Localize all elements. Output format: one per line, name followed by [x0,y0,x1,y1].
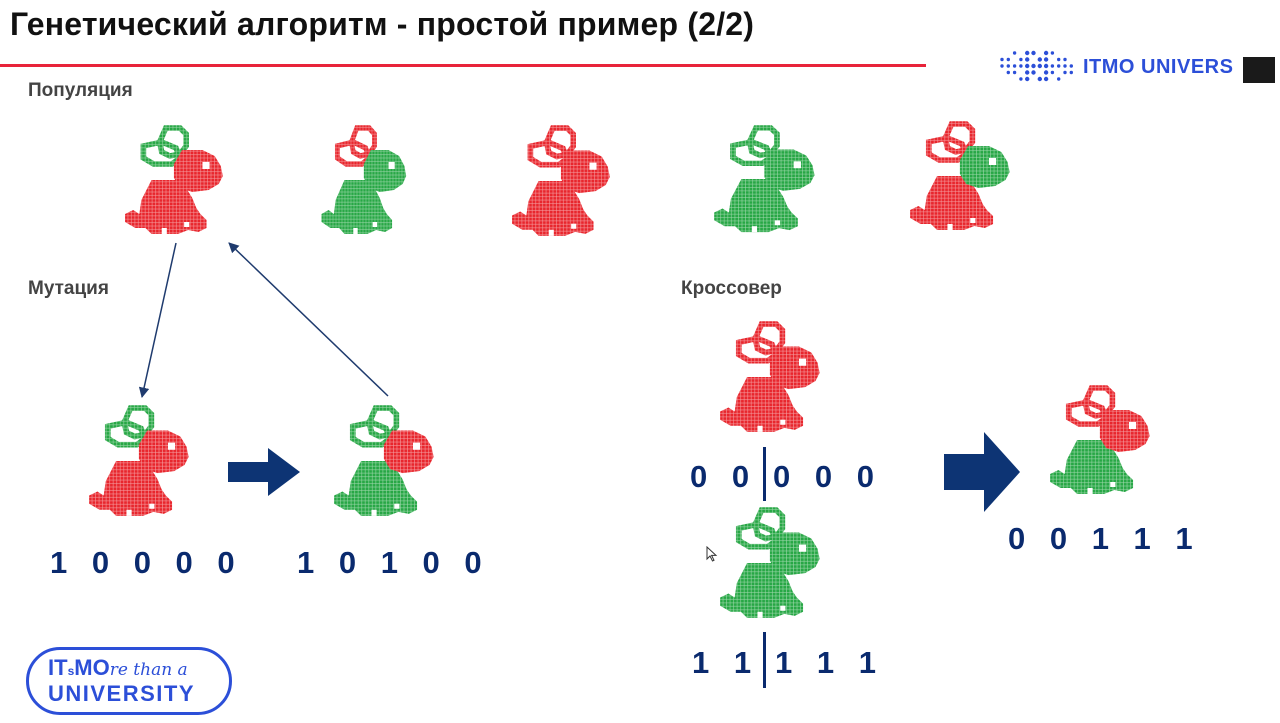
population-label: Популяция [28,80,133,101]
rabbit-pixel-grid [121,124,233,240]
mutation-down-arrow [138,242,177,399]
logo-dot [1006,57,1010,62]
crossover-cut-line-a [763,447,766,501]
mutation-bits-after: 1 0 1 0 0 [297,545,483,580]
mouse-cursor-icon [706,546,718,562]
parent-a-bits-right: 0 0 0 [773,459,875,494]
logo-dot [1037,57,1042,62]
mutation-label: Мутация [28,278,109,299]
logo-dot [1050,51,1055,55]
crossover-child-bits: 0 0 1 1 1 [1008,521,1194,556]
itmo-logo-text: ITMO UNIVERS [1083,56,1234,78]
mutation-rabbit-after [330,404,444,522]
crossover-parent-a [716,320,830,438]
logo-frame [26,647,232,715]
slide-title: Генетический алгоритм - простой пример (… [10,6,755,42]
logo-dot [1063,70,1067,75]
logo-dot [1006,70,1010,75]
logo-line-1: ITsMOre than a [48,655,188,681]
rabbit-pixel-grid [710,124,825,238]
logo-dot [1037,76,1042,82]
logo-dot [1043,50,1049,56]
logo-dot [1050,64,1055,68]
logo-line-2: UNIVERSITY [48,681,196,706]
population-rabbit-1 [121,124,233,240]
logo-dot [1043,63,1049,69]
crossover-arrow-icon [944,432,1020,512]
logo-dot [1069,70,1073,75]
mutation-arrow-icon [228,448,300,496]
logo-dot [1025,63,1030,69]
logo-dot [1057,64,1061,68]
title-underline [0,64,926,67]
population-rabbit-5 [906,120,1020,236]
rabbit-pixel-grid [906,120,1020,236]
rabbit-pixel-grid [330,404,444,522]
logo-dot [1000,57,1004,62]
itmo-logo-bottom: ITsMOre than a UNIVERSITY [26,647,232,715]
logo-dot [1012,70,1017,75]
logo-sub: s [67,664,75,678]
logo-dot [1019,64,1023,68]
itmo-dots-icon [1000,50,1073,82]
crossover-child [1046,384,1160,500]
crossover-cut-line-b [763,632,766,688]
slide-edge-overlay [1243,57,1275,83]
rabbit-pixel-grid [716,320,830,438]
logo-dot [1057,57,1061,62]
logo-dot [1043,57,1049,62]
parent-b-bits-left: 1 1 [692,645,753,680]
logo-dot [1012,51,1017,55]
logo-dot [1043,76,1049,82]
crossover-label: Кроссовер [681,278,782,299]
logo-dot [1031,50,1036,56]
mutation-rabbit-before [85,404,199,522]
logo-dot [1050,70,1055,75]
crossover-parent-b [716,506,830,624]
rabbit-pixel-grid [508,124,620,242]
logo-dot [1069,64,1073,68]
rabbit-pixel-grid [318,124,415,240]
logo-dot [1057,77,1061,81]
logo-dot [1031,63,1036,69]
logo-dot [1006,64,1010,68]
logo-dot [1025,57,1030,62]
logo-dot [1025,70,1030,75]
logo-dot [1031,70,1036,75]
logo-script: re than a [109,660,188,680]
logo-dot [1000,64,1004,68]
parent-b-bits-right: 1 1 1 [775,645,877,680]
rabbit-pixel-grid [716,506,830,624]
population-rabbit-2 [318,124,415,240]
logo-dot [1012,64,1017,68]
mutation-return-arrow [228,242,389,397]
population-rabbit-3 [508,124,620,242]
logo-dot [1063,57,1067,62]
itmo-logo-top: ITMO UNIVERS [995,47,1280,87]
parent-a-bits-left: 0 0 [690,459,751,494]
logo-dot [1063,64,1067,68]
logo-dot [1019,77,1023,81]
logo-dot [1019,57,1023,62]
logo-dot [1043,70,1049,75]
population-rabbit-4 [710,124,825,238]
logo-dot [1025,76,1030,82]
logo-it: IT [48,655,68,680]
logo-dot [1025,50,1030,56]
mutation-bits-before: 1 0 0 0 0 [50,545,236,580]
rabbit-pixel-grid [1046,384,1160,500]
logo-dot [1037,63,1042,69]
rabbit-pixel-grid [85,404,199,522]
logo-mo: MO [74,655,110,680]
